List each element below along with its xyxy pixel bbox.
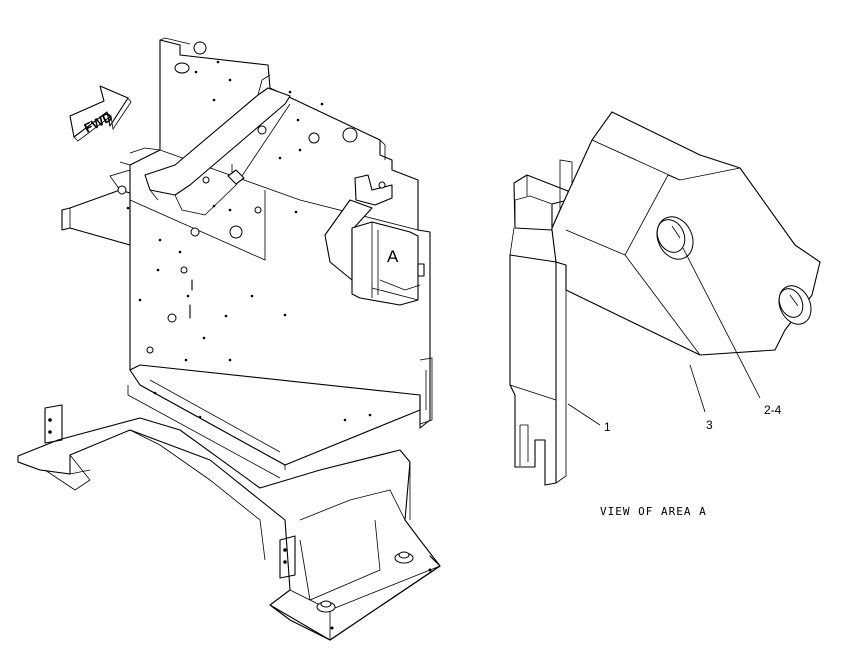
leader-line-2-4 — [682, 247, 761, 399]
detail-view-a: 1 3 2-4 VIEW OF AREA A — [509, 111, 821, 518]
callout-item-3: 3 — [706, 418, 713, 432]
detail-a-callout: A — [387, 247, 399, 266]
callout-item-1: 1 — [604, 420, 611, 434]
forward-arrow-icon: FWD — [69, 85, 132, 142]
callout-item-2-4: 2-4 — [764, 403, 782, 417]
leader-line-3 — [689, 364, 706, 413]
frame-assembly: A — [17, 37, 441, 641]
leader-line-1 — [567, 403, 601, 426]
view-caption: VIEW OF AREA A — [600, 505, 707, 518]
